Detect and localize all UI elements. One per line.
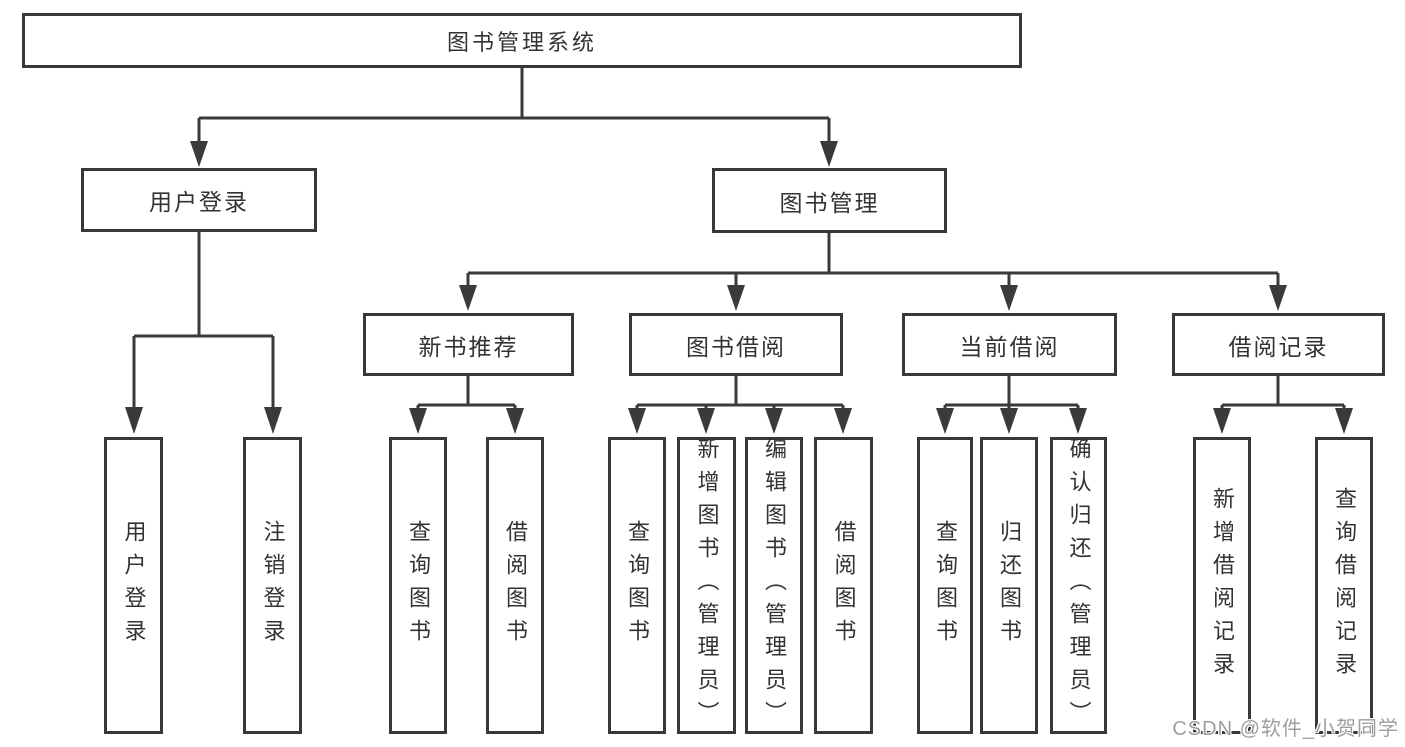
connector-book-mgmt-to-level3 (459, 233, 1287, 311)
csdn-watermark: CSDN @软件_小贺同学 (1172, 718, 1399, 740)
arrowhead-icon (765, 408, 783, 434)
leaf-record-add-borrow-record-label: 新增借阅记录 (1210, 486, 1235, 685)
leaf-record-query-borrow-record: 查询借阅记录 (1315, 437, 1373, 734)
leaf-current-query-book-label: 查询图书 (933, 519, 958, 652)
leaf-recommend-borrow-book-label: 借阅图书 (503, 519, 528, 652)
node-current-borrow: 当前借阅 (902, 313, 1117, 376)
leaf-current-confirm-return-admin-label: 确认归还（管理员） (1066, 437, 1092, 734)
arrowhead-icon (1000, 408, 1018, 434)
leaf-current-return-book-label: 归还图书 (997, 519, 1022, 652)
node-user-login: 用户登录 (81, 168, 317, 232)
leaf-logout-label: 注销登录 (260, 519, 286, 652)
arrowhead-icon (1213, 408, 1231, 434)
arrowhead-icon (1335, 408, 1353, 434)
arrowhead-icon (1000, 285, 1018, 311)
arrowhead-icon (125, 407, 143, 434)
leaf-borrow-edit-book-admin: 编辑图书（管理员） (745, 437, 803, 734)
leaf-user-login-label: 用户登录 (121, 519, 147, 652)
arrowhead-icon (628, 408, 646, 434)
arrowhead-icon (190, 141, 208, 167)
arrowhead-icon (1069, 408, 1087, 434)
connector-book-borrow-to-leaves (628, 376, 852, 434)
node-current-borrow-label: 当前借阅 (959, 333, 1060, 360)
arrowhead-icon (936, 408, 954, 434)
connector-new-book-to-leaves (409, 376, 524, 434)
leaf-borrow-borrow-book: 借阅图书 (814, 437, 873, 734)
node-book-management: 图书管理 (712, 168, 947, 233)
leaf-logout: 注销登录 (243, 437, 302, 734)
leaf-borrow-edit-book-admin-label: 编辑图书（管理员） (762, 437, 787, 734)
leaf-borrow-query-book-label: 查询图书 (625, 519, 650, 652)
connector-borrow-record-to-leaves (1213, 376, 1353, 434)
node-new-book-recommend-label: 新书推荐 (418, 333, 519, 360)
leaf-user-login: 用户登录 (104, 437, 163, 734)
node-book-management-label: 图书管理 (779, 189, 880, 216)
node-user-login-label: 用户登录 (149, 189, 249, 215)
leaf-borrow-query-book: 查询图书 (608, 437, 666, 734)
leaf-borrow-borrow-book-label: 借阅图书 (831, 519, 857, 652)
arrowhead-icon (820, 141, 838, 167)
node-book-borrow: 图书借阅 (629, 313, 843, 376)
arrowhead-icon (1269, 285, 1287, 311)
arrowhead-icon (727, 285, 745, 311)
arrowhead-icon (834, 408, 852, 434)
node-borrow-record-label: 借阅记录 (1228, 333, 1329, 360)
leaf-record-query-borrow-record-label: 查询借阅记录 (1332, 486, 1357, 685)
connector-current-borrow-to-leaves (936, 376, 1087, 434)
leaf-current-return-book: 归还图书 (980, 437, 1038, 734)
arrowhead-icon (459, 285, 477, 311)
arrowhead-icon (506, 408, 524, 434)
arrowhead-icon (264, 407, 282, 434)
node-book-borrow-label: 图书借阅 (686, 333, 786, 360)
arrowhead-icon (697, 408, 715, 434)
leaf-current-confirm-return-admin: 确认归还（管理员） (1050, 437, 1107, 734)
node-borrow-record: 借阅记录 (1172, 313, 1385, 376)
node-new-book-recommend: 新书推荐 (363, 313, 574, 376)
leaf-borrow-add-book-admin: 新增图书（管理员） (677, 437, 736, 734)
leaf-recommend-borrow-book: 借阅图书 (486, 437, 544, 734)
leaf-recommend-query-book: 查询图书 (389, 437, 447, 734)
node-system-root-label: 图书管理系统 (446, 29, 597, 55)
connector-root-to-level2 (190, 66, 838, 167)
leaf-borrow-add-book-admin-label: 新增图书（管理员） (694, 437, 720, 734)
connector-user-login-to-leaves (125, 232, 282, 434)
node-system-root: 图书管理系统 (22, 13, 1022, 68)
arrowhead-icon (409, 408, 427, 434)
leaf-recommend-query-book-label: 查询图书 (406, 519, 431, 652)
leaf-record-add-borrow-record: 新增借阅记录 (1193, 437, 1251, 734)
leaf-current-query-book: 查询图书 (917, 437, 973, 734)
